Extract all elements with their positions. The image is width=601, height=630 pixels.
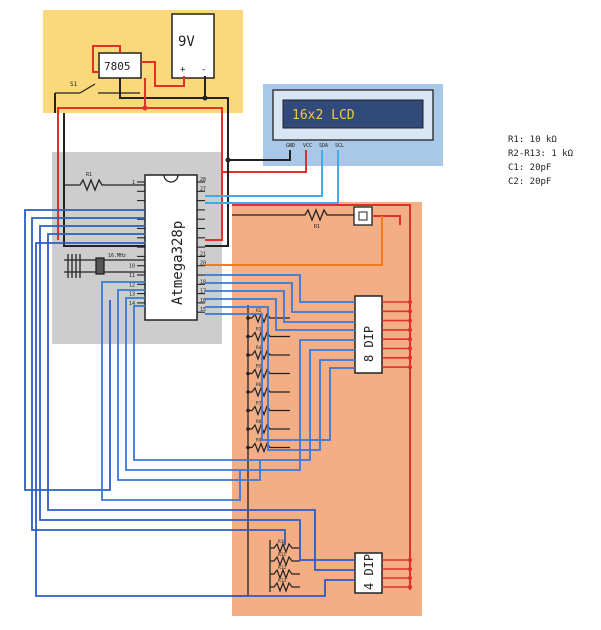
dip8-vcc-junction: [408, 346, 412, 351]
mcu-left-pin-label: 11: [129, 273, 135, 279]
mcu-left-pin-label: 1: [132, 180, 135, 186]
dip4-label: 4 DIP: [362, 554, 376, 590]
dip4-vcc-junction: [408, 567, 412, 571]
lcd-pin-vcc: VCC: [303, 143, 312, 149]
dip8-junction: [246, 353, 250, 357]
lcd-pin-scl: SCL: [335, 143, 344, 149]
mcu-right-pin-label: 18: [200, 279, 206, 285]
dip4-resistor-label: R10: [278, 539, 286, 545]
dip8-junction: [246, 445, 250, 450]
battery-minus: -: [201, 65, 206, 75]
dip8-label: 8 DIP: [362, 326, 376, 362]
dip8-vcc-junction: [408, 337, 412, 342]
dip8-resistor-label: R8: [256, 419, 262, 425]
dip8-resistor: [248, 386, 290, 398]
dip4-vcc-junction: [408, 558, 412, 562]
mcu-left-pin-label: 14: [129, 301, 135, 307]
power-wires: [54, 45, 262, 247]
mcu-label: Atmega328p: [170, 221, 186, 305]
mcu-right-pin-label: 16: [200, 298, 206, 304]
legend-r1: R1: 10 kΩ: [508, 135, 557, 145]
dip4-resistor-label: R13: [278, 578, 286, 584]
mcu-right-pin-label: 15: [200, 307, 206, 313]
dip8-resistor: [248, 349, 290, 361]
resistor-legend: R1: 10 kΩ R2-R13: 1 kΩ C1: 20pF C2: 20pF: [508, 133, 598, 189]
dip-switch-4: 4 DIP: [354, 552, 383, 594]
dip4-resistor: [270, 581, 300, 593]
input-zone: [232, 202, 422, 616]
dip8-resistor-label: R9: [256, 438, 262, 444]
lcd-module: 16x2 LCD GND VCC SDA SCL: [272, 89, 434, 149]
dip8-junction: [246, 334, 250, 339]
dip8-vcc-junction: [408, 327, 412, 332]
mcu-right-pin-label: 27: [200, 186, 206, 192]
lcd-label: 16x2 LCD: [292, 108, 355, 123]
button-wires: [205, 204, 411, 590]
mcu-left-pin-label: 10: [129, 264, 135, 270]
regulator-label: 7805: [104, 60, 131, 73]
dip8-junction: [246, 371, 250, 376]
lcd-pin-sda: SDA: [319, 143, 328, 149]
dip8-junction: [246, 390, 250, 394]
dip8-vcc-junction: [408, 355, 412, 360]
dip-switch-8: 8 DIP: [354, 295, 383, 374]
mcu-right-pin-label: 17: [200, 289, 206, 295]
dip8-resistor: [248, 404, 290, 417]
dip8-resistor: [248, 441, 290, 454]
legend-r2-r13: R2-R13: 1 kΩ: [508, 149, 574, 159]
dip4-vcc-junction: [408, 585, 412, 589]
dip8-junction: [246, 408, 250, 413]
dip8-resistor-label: R2: [256, 308, 262, 314]
battery-label: 9V: [178, 34, 195, 50]
dip8-resistor-label: R5: [256, 364, 262, 370]
dip8-resistor: [248, 367, 290, 380]
atmega-chip: Atmega328p: [144, 174, 198, 321]
battery: 9V + -: [171, 13, 215, 79]
dip4-resistor: [270, 568, 300, 580]
dip4-resistor: [270, 555, 300, 567]
push-button: R1: [232, 206, 373, 230]
dip4-resistor-label: R11: [278, 552, 286, 558]
switch-label: S1: [70, 81, 78, 88]
dip8-resistor-label: R7: [256, 401, 262, 407]
dip8-vcc-junction: [408, 300, 412, 304]
reset-resistor-label: R1: [86, 172, 92, 178]
legend-c1: C1: 20pF: [508, 163, 552, 173]
lcd-wires: [205, 150, 339, 204]
battery-plus: +: [180, 65, 186, 75]
dip4-resistor-label: R12: [278, 565, 286, 571]
reset-resistor: R1: [64, 172, 145, 192]
legend-c2: C2: 20pF: [508, 177, 552, 187]
dip8-vcc-junction: [408, 309, 412, 314]
crystal-caps: 16.MHz: [64, 253, 145, 278]
signal-wires: [24, 209, 355, 597]
dip4-vcc-junction: [408, 576, 412, 580]
mcu-right-pin-label: 28: [200, 177, 206, 183]
dip8-resistor-label: R4: [256, 345, 262, 351]
dip8-resistor-label: R6: [256, 382, 262, 388]
dip4-resistor: [270, 542, 300, 554]
dip8-resistor: [248, 330, 290, 343]
button-resistor-label: R1: [314, 224, 320, 230]
dip8-junction: [246, 427, 250, 431]
dip8-junction: [246, 316, 250, 320]
dip8-resistor: [248, 423, 290, 435]
crystal-label: 16.MHz: [108, 253, 126, 259]
mcu-right-pin-label: 20: [200, 261, 206, 267]
mcu-left-pin-label: 13: [129, 292, 135, 298]
dip8-vcc-junction: [408, 318, 412, 323]
dip8-resistor-label: R3: [256, 327, 262, 333]
mcu-right-pin-label: 21: [200, 251, 206, 257]
lcd-pin-gnd: GND: [286, 143, 295, 149]
dip8-vcc-junction: [408, 365, 412, 370]
voltage-regulator: 7805: [98, 52, 142, 79]
mcu-left-pin-label: 12: [129, 282, 135, 288]
